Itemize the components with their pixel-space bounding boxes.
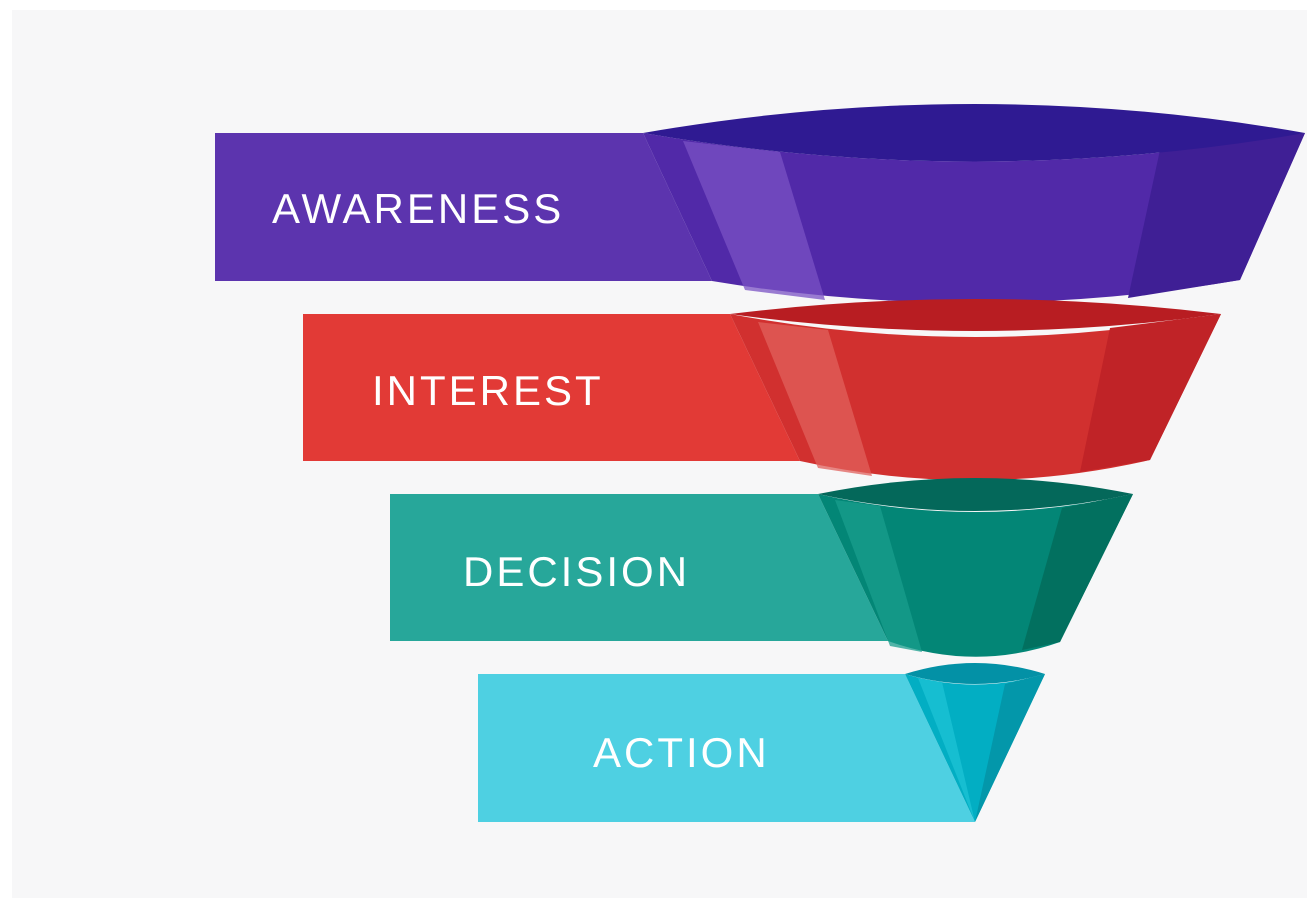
awareness-funnel-rim	[643, 104, 1305, 162]
awareness-funnel-side	[1128, 133, 1305, 298]
action-band	[478, 674, 975, 822]
interest-funnel-rim	[730, 299, 1221, 331]
action-funnel-shine	[918, 678, 975, 822]
stage-label-action: ACTION	[593, 729, 770, 776]
decision-funnel-side	[1022, 494, 1133, 650]
interest-funnel-shine	[758, 322, 872, 476]
awareness-band	[215, 133, 712, 281]
stage-awareness	[215, 104, 1305, 303]
stage-label-decision: DECISION	[463, 548, 691, 595]
interest-funnel-side	[1080, 314, 1221, 472]
decision-funnel-rim	[818, 478, 1133, 511]
decision-band	[390, 494, 888, 641]
stage-decision	[390, 478, 1133, 657]
decision-funnel-shine	[835, 500, 922, 652]
stage-action	[478, 663, 1045, 822]
action-funnel-side	[975, 674, 1045, 822]
interest-band	[303, 314, 800, 461]
awareness-funnel-shine	[683, 141, 825, 300]
action-funnel-rim	[905, 663, 1045, 684]
stage-interest	[303, 299, 1221, 481]
stage-label-awareness: AWARENESS	[272, 185, 565, 232]
stage-label-interest: INTEREST	[372, 367, 604, 414]
